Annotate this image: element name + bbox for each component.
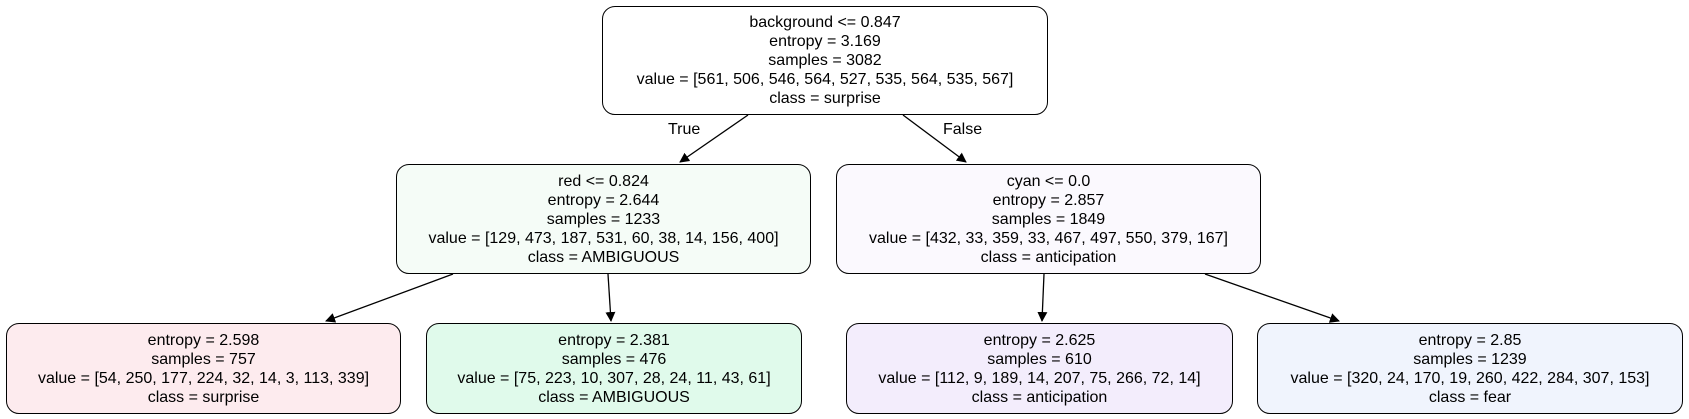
edge-label-false: False [943, 121, 983, 138]
node-samples: samples = 757 [151, 350, 256, 368]
node-samples: samples = 1849 [991, 210, 1106, 228]
node-class: class = AMBIGUOUS [538, 388, 690, 406]
node-class: class = surprise [147, 388, 260, 406]
node-value: value = [54, 250, 177, 224, 32, 14, 3, 1… [37, 369, 370, 387]
node-samples: samples = 476 [561, 350, 667, 368]
node-entropy: entropy = 2.857 [992, 191, 1105, 209]
edge-root-to-left [679, 114, 749, 163]
edge-right-to-leaf-rr [1204, 273, 1340, 323]
edge-left-to-leaf-lr [605, 273, 616, 322]
node-samples: samples = 1233 [546, 210, 661, 228]
node-entropy: entropy = 2.644 [547, 191, 660, 209]
edge-label-true: True [668, 121, 701, 138]
node-condition: background <= 0.847 [749, 14, 901, 31]
node-samples: samples = 610 [987, 350, 1092, 368]
node-samples: samples = 3082 [768, 52, 882, 69]
tree-leaf-lr: entropy = 2.381 samples = 476 value = [7… [426, 323, 802, 414]
node-entropy: entropy = 3.169 [769, 33, 881, 50]
node-condition: red <= 0.824 [558, 172, 649, 190]
edge-left-to-leaf-ll [325, 273, 454, 323]
tree-leaf-rr: entropy = 2.85 samples = 1239 value = [3… [1257, 323, 1683, 414]
node-entropy: entropy = 2.85 [1418, 331, 1522, 349]
tree-node-right: cyan <= 0.0 entropy = 2.857 samples = 18… [836, 164, 1261, 274]
tree-node-left: red <= 0.824 entropy = 2.644 samples = 1… [396, 164, 811, 274]
node-entropy: entropy = 2.598 [147, 331, 260, 349]
node-class: class = AMBIGUOUS [527, 248, 680, 266]
node-value: value = [129, 473, 187, 531, 60, 38, 14,… [428, 229, 779, 247]
tree-node-root: background <= 0.847 entropy = 3.169 samp… [602, 6, 1048, 115]
tree-leaf-rl: entropy = 2.625 samples = 610 value = [1… [846, 323, 1233, 414]
edge-right-to-leaf-rl [1037, 273, 1048, 322]
node-class: class = anticipation [971, 388, 1108, 406]
node-entropy: entropy = 2.381 [558, 331, 670, 349]
node-value: value = [75, 223, 10, 307, 28, 24, 11, 4… [457, 369, 771, 387]
node-value: value = [432, 33, 359, 33, 467, 497, 550… [869, 229, 1228, 247]
node-class: class = surprise [769, 90, 881, 107]
node-entropy: entropy = 2.625 [983, 331, 1096, 349]
node-class: class = anticipation [980, 248, 1117, 266]
node-condition: cyan <= 0.0 [1006, 172, 1091, 190]
edge-root-to-right [902, 114, 967, 163]
node-value: value = [320, 24, 170, 19, 260, 422, 284… [1290, 369, 1650, 387]
tree-leaf-ll: entropy = 2.598 samples = 757 value = [5… [6, 323, 401, 414]
node-value: value = [561, 506, 546, 564, 527, 535, 5… [636, 71, 1014, 88]
node-value: value = [112, 9, 189, 14, 207, 75, 266, … [878, 369, 1201, 387]
node-samples: samples = 1239 [1413, 350, 1527, 368]
node-class: class = fear [1428, 388, 1512, 406]
